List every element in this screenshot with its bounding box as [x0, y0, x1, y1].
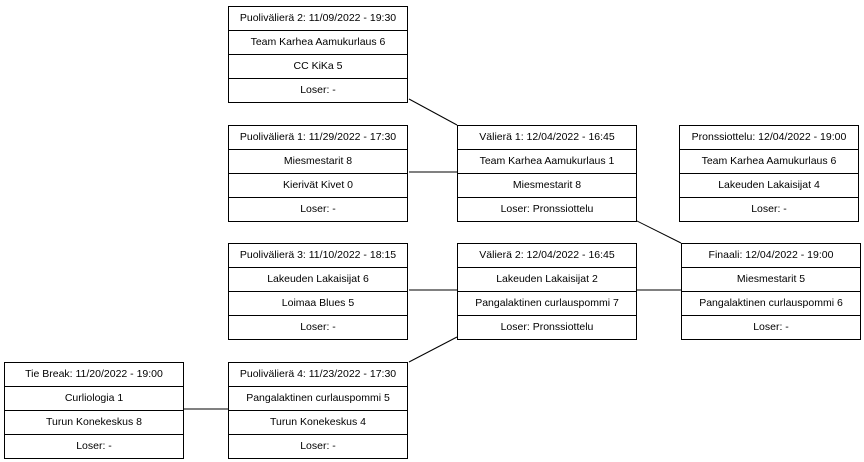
team-1: Miesmestarit 8: [229, 149, 407, 173]
match-quarterfinal-3: Puolivälierä 3: 11/10/2022 - 18:15 Lakeu…: [228, 243, 408, 340]
team-2: Turun Konekeskus 4: [229, 410, 407, 434]
team-1: Lakeuden Lakaisijat 2: [458, 267, 636, 291]
loser-line: Loser: -: [229, 315, 407, 339]
loser-line: Loser: -: [682, 315, 860, 339]
team-1: Team Karhea Aamukurlaus 6: [229, 30, 407, 54]
connector-qf4-sf2: [408, 336, 458, 363]
loser-line: Loser: -: [229, 434, 407, 458]
match-semifinal-2: Välierä 2: 12/04/2022 - 16:45 Lakeuden L…: [457, 243, 637, 340]
match-title: Pronssiottelu: 12/04/2022 - 19:00: [691, 131, 847, 143]
match-title: Puolivälierä 3: 11/10/2022 - 18:15: [239, 249, 397, 261]
match-title: Välierä 1: 12/04/2022 - 16:45: [479, 131, 615, 143]
team-1: Miesmestarit 5: [682, 267, 860, 291]
loser-line: Loser: -: [5, 434, 183, 458]
match-quarterfinal-1: Puolivälierä 1: 11/29/2022 - 17:30 Miesm…: [228, 125, 408, 222]
match-quarterfinal-2: Puolivälierä 2: 11/09/2022 - 19:30 Team …: [228, 6, 408, 103]
match-bronze: Pronssiottelu: 12/04/2022 - 19:00 Team K…: [679, 125, 859, 222]
match-title: Puolivälierä 2: 11/09/2022 - 19:30: [239, 12, 397, 24]
team-2: Turun Konekeskus 8: [5, 410, 183, 434]
team-2: Miesmestarit 8: [458, 173, 636, 197]
team-1: Curliologia 1: [5, 386, 183, 410]
team-2: Pangalaktinen curlauspommi 7: [458, 291, 636, 315]
match-title: Finaali: 12/04/2022 - 19:00: [708, 249, 834, 261]
match-tie-break: Tie Break: 11/20/2022 - 19:00 Curliologi…: [4, 362, 184, 459]
match-quarterfinal-4: Puolivälierä 4: 11/23/2022 - 17:30 Panga…: [228, 362, 408, 459]
match-title: Välierä 2: 12/04/2022 - 16:45: [479, 249, 615, 261]
team-1: Team Karhea Aamukurlaus 1: [458, 149, 636, 173]
team-2: Lakeuden Lakaisijat 4: [680, 173, 858, 197]
loser-line: Loser: Pronssiottelu: [458, 315, 636, 339]
loser-line: Loser: -: [229, 78, 407, 102]
loser-line: Loser: -: [229, 197, 407, 221]
connector-qf2-sf1: [408, 98, 458, 126]
loser-line: Loser: -: [680, 197, 858, 221]
match-title: Puolivälierä 1: 11/29/2022 - 17:30: [239, 131, 397, 143]
team-2: Loimaa Blues 5: [229, 291, 407, 315]
match-title: Puolivälierä 4: 11/23/2022 - 17:30: [239, 368, 397, 380]
team-2: Kierivät Kivet 0: [229, 173, 407, 197]
loser-line: Loser: Pronssiottelu: [458, 197, 636, 221]
match-title: Tie Break: 11/20/2022 - 19:00: [25, 368, 163, 380]
team-1: Lakeuden Lakaisijat 6: [229, 267, 407, 291]
team-1: Team Karhea Aamukurlaus 6: [680, 149, 858, 173]
team-2: CC KiKa 5: [229, 54, 407, 78]
team-1: Pangalaktinen curlauspommi 5: [229, 386, 407, 410]
match-final: Finaali: 12/04/2022 - 19:00 Miesmestarit…: [681, 243, 861, 340]
connector-sf1-final: [630, 217, 682, 244]
team-2: Pangalaktinen curlauspommi 6: [682, 291, 860, 315]
match-semifinal-1: Välierä 1: 12/04/2022 - 16:45 Team Karhe…: [457, 125, 637, 222]
